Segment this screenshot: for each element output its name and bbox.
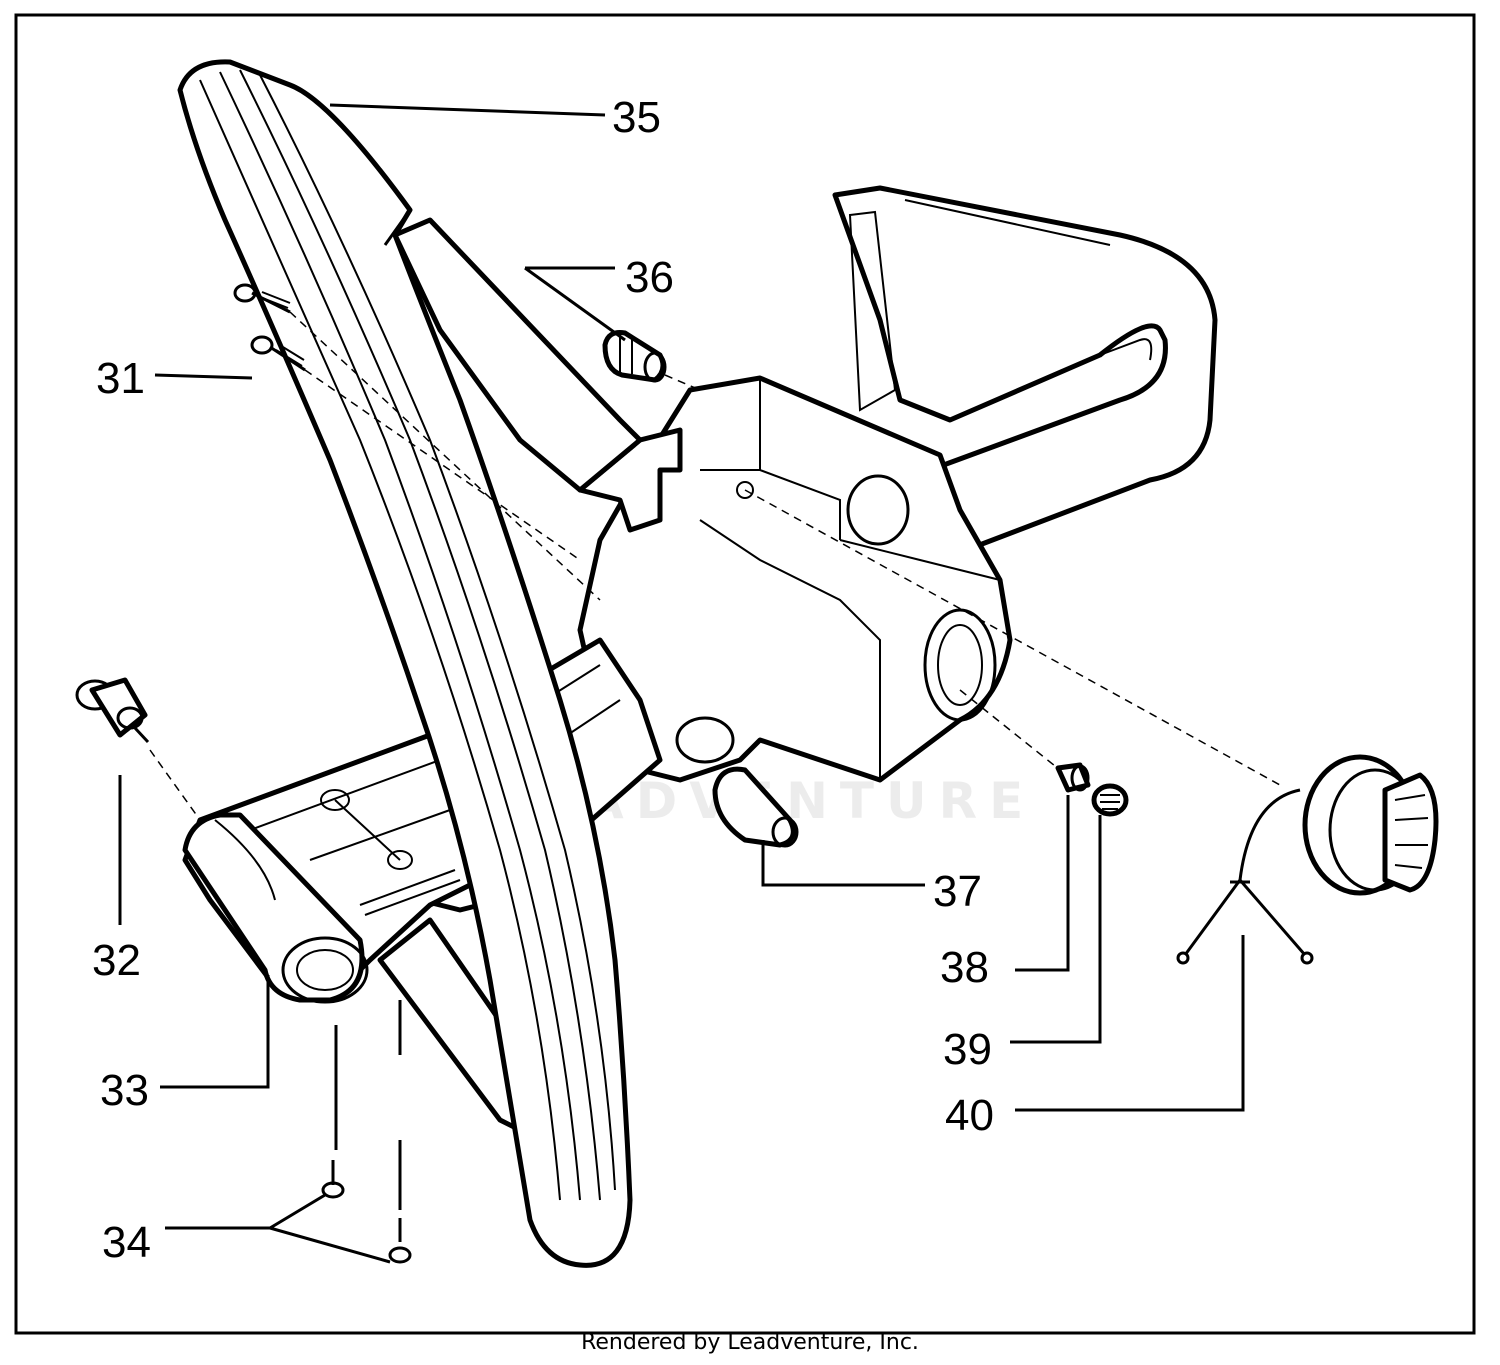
callout-33[interactable]: 33 xyxy=(100,1066,149,1115)
bumper-icon[interactable] xyxy=(712,766,799,848)
lower-bracket-icon[interactable] xyxy=(182,732,523,1133)
callout-34[interactable]: 34 xyxy=(102,1218,151,1267)
callout-37[interactable]: 37 xyxy=(933,867,982,916)
bottom-screw-icon[interactable] xyxy=(321,1160,412,1264)
callout-32[interactable]: 32 xyxy=(92,936,141,985)
callout-labels: 31 32 33 34 35 36 37 38 39 40 xyxy=(92,93,994,1267)
callout-40[interactable]: 40 xyxy=(945,1091,994,1140)
filter-icon[interactable] xyxy=(1091,783,1129,817)
diagram-frame xyxy=(14,13,1476,1335)
plug-icon[interactable] xyxy=(602,330,667,383)
footer-credit: Rendered by Leadventure, Inc. xyxy=(581,1330,919,1355)
callout-35[interactable]: 35 xyxy=(612,93,661,142)
callout-31[interactable]: 31 xyxy=(96,354,145,403)
assembly-guide-lines xyxy=(149,311,1281,821)
callout-36[interactable]: 36 xyxy=(625,253,674,302)
vibration-damper-icon[interactable] xyxy=(75,677,150,744)
valve-icon[interactable] xyxy=(1055,762,1091,793)
callout-39[interactable]: 39 xyxy=(943,1025,992,1074)
oil-tank-cap-icon[interactable] xyxy=(1176,754,1439,965)
callout-38[interactable]: 38 xyxy=(940,943,989,992)
screw-icon[interactable] xyxy=(233,283,306,372)
leader-lines xyxy=(118,103,1245,1264)
